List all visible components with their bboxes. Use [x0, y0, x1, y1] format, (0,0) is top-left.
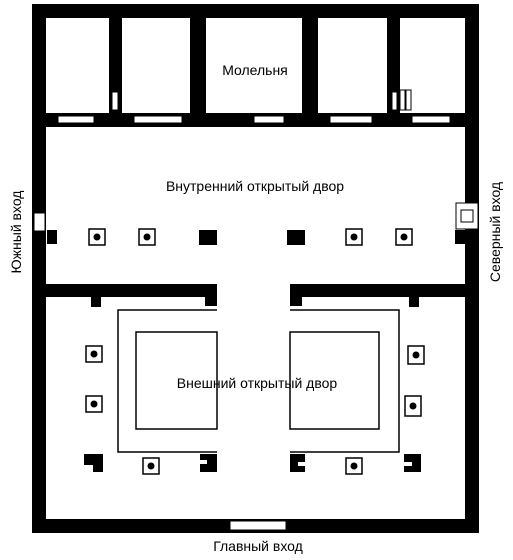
main-entrance-label: Главный вход — [213, 538, 303, 554]
pillar-solid — [199, 230, 217, 245]
cell-divider-wall — [302, 10, 318, 120]
pillar-round — [395, 228, 413, 246]
pillar-corner — [290, 454, 305, 472]
door-opening — [329, 115, 373, 124]
pillar-round — [85, 395, 103, 413]
step-detail — [111, 91, 119, 111]
pillar-corner — [200, 454, 217, 472]
door-opening — [57, 115, 95, 124]
pillar-round — [85, 345, 103, 363]
court-divider-wall — [32, 284, 479, 307]
outer-court-pillars — [84, 345, 425, 475]
inner-courtyard-label: Внутренний открытый двор — [166, 178, 344, 194]
pillar-corner — [404, 454, 421, 472]
prayer-room-block — [32, 10, 479, 127]
prayer-room-label: Молельня — [222, 62, 288, 78]
pillar-round — [142, 457, 160, 475]
cell-divider-wall — [190, 10, 206, 120]
north-entrance-label: Северный вход — [487, 182, 503, 282]
pillar-round — [407, 345, 425, 365]
door-opening — [253, 115, 285, 124]
north-entrance-step — [460, 209, 474, 223]
outer-wall-top — [32, 4, 479, 18]
outer-wall-left — [32, 4, 46, 533]
pillar-corner — [84, 454, 103, 472]
pillar-solid — [47, 230, 57, 244]
outer-courtyard-label: Внешний открытый двор — [177, 375, 338, 391]
step-detail — [405, 89, 412, 111]
pillar-round — [88, 228, 106, 246]
outer-walls — [32, 4, 479, 533]
door-opening — [411, 115, 451, 124]
step-detail — [391, 91, 398, 111]
outer-court-cloister — [117, 309, 400, 453]
pillar-solid — [287, 230, 305, 245]
door-opening — [133, 115, 183, 124]
main-entrance-door — [229, 520, 287, 531]
pillar-round — [404, 395, 422, 417]
pillar-round — [345, 457, 363, 475]
pillar-round — [138, 228, 156, 246]
south-entrance-label: Южный вход — [8, 191, 24, 274]
pillar-solid — [455, 230, 465, 244]
pillar-round — [345, 228, 363, 246]
inner-court-pillars — [47, 228, 465, 246]
step-detail — [399, 89, 406, 111]
outer-wall-right — [465, 4, 479, 533]
south-entrance-door — [33, 212, 46, 232]
